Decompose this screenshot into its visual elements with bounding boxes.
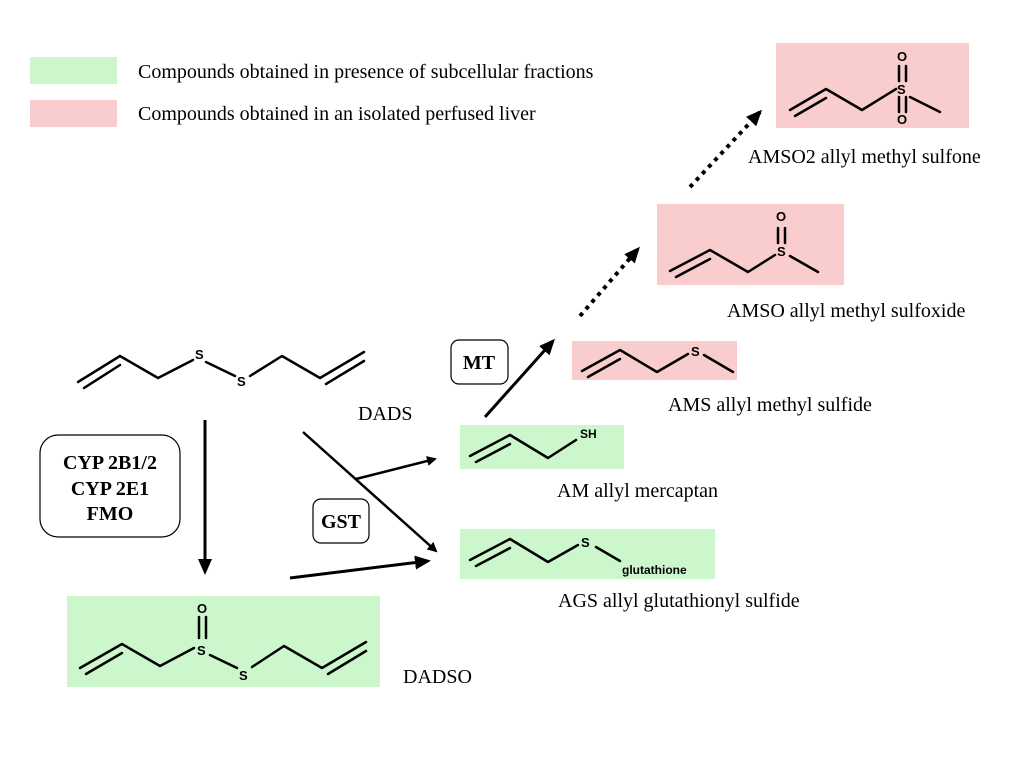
cyp-box [39,434,181,538]
mt-enzyme-box: MT [450,339,509,385]
gst-label: GST [321,511,362,533]
ags-sulfur: S [581,535,590,550]
dadso-sulfur-2: S [239,668,248,683]
ags-box [460,529,715,579]
arrow-ams-to-amso [578,246,640,318]
cyp-line-1: CYP 2B1/2 [63,452,157,474]
mt-box [450,339,509,385]
dadso-label: DADSO [403,666,472,688]
dadso-oxygen: O [197,601,207,616]
amso-oxygen: O [776,209,786,224]
dads-label: DADS [358,403,412,425]
ags-glutathione: glutathione [622,563,687,577]
dads-sulfur-2: S [237,374,246,389]
legend-pink-swatch [30,100,117,127]
amso-compound: S O AMSO allyl methyl sulfoxide [657,204,965,322]
ags-label: AGS allyl glutathionyl sulfide [558,590,800,612]
amso2-compound: S O O AMSO2 allyl methyl sulfone [748,43,981,168]
gst-box [312,498,370,544]
ams-sulfur: S [691,344,700,359]
arrow-dadso-to-ags [289,555,431,580]
arrow-branch-to-am [355,456,437,481]
amso2-label: AMSO2 allyl methyl sulfone [748,146,981,168]
cyp-line-3: FMO [87,503,134,525]
legend-pink-label: Compounds obtained in an isolated perfus… [138,103,536,125]
amso-label: AMSO allyl methyl sulfoxide [727,300,965,322]
am-compound: SH AM allyl mercaptan [460,425,718,502]
legend: Compounds obtained in presence of subcel… [30,57,594,127]
ams-compound: S AMS allyl methyl sulfide [572,341,872,416]
am-thiol-group: SH [580,427,597,441]
amso2-oxygen-bottom: O [897,112,907,127]
gst-enzyme-box: GST [312,498,370,544]
arrow-am-to-ams [483,338,556,419]
amso2-box [776,43,969,128]
dadso-compound: S O S DADSO [67,596,472,688]
dads-sulfur-1: S [195,347,204,362]
amso2-sulfur: S [897,82,906,97]
legend-green-label: Compounds obtained in presence of subcel… [138,61,594,83]
cyp-line-2: CYP 2E1 [71,478,149,500]
ams-label: AMS allyl methyl sulfide [668,394,872,416]
am-label: AM allyl mercaptan [557,480,718,502]
dads-compound: S S DADS [76,347,412,425]
reaction-arrows [198,109,763,580]
arrow-dads-to-ags [302,431,438,553]
cyp-enzyme-box: CYP 2B1/2 CYP 2E1 FMO [39,434,181,538]
amso2-oxygen-top: O [897,49,907,64]
dadso-sulfur-1: S [197,643,206,658]
mt-label: MT [463,352,496,374]
ags-compound: S glutathione AGS allyl glutathionyl sul… [460,529,800,612]
amso-sulfur: S [777,244,786,259]
legend-green-swatch [30,57,117,84]
dadso-box [67,596,380,687]
